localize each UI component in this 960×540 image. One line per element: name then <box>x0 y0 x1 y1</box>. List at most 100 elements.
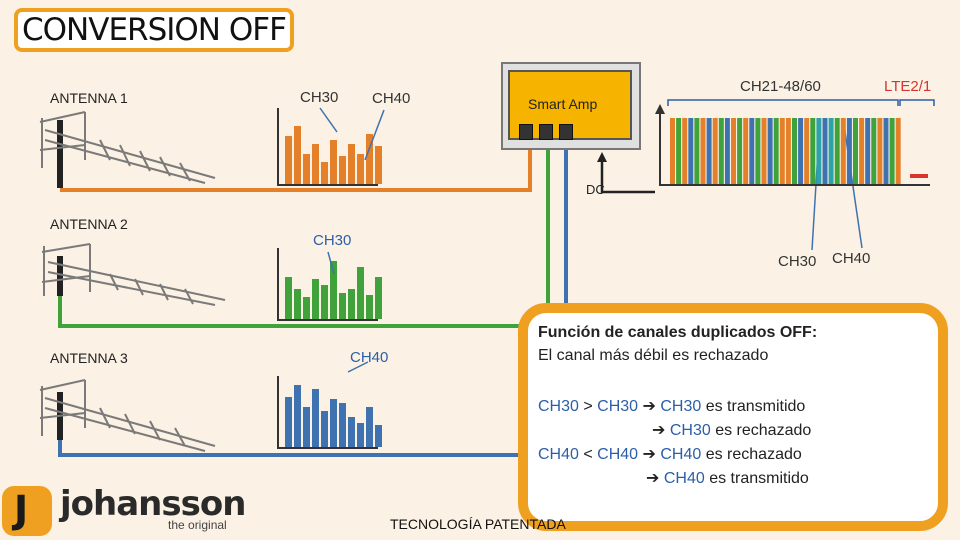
output-spectrum-bar <box>749 118 755 184</box>
title-frame <box>14 8 294 52</box>
spec2-bar <box>312 279 319 319</box>
output-spectrum-bar <box>865 118 871 184</box>
spec2-bar <box>285 277 292 319</box>
output-spectrum-bar <box>724 118 730 184</box>
spec2-bar <box>339 293 346 319</box>
antenna-3-icon <box>39 379 216 452</box>
a1-ch30-arrow <box>319 107 338 133</box>
output-spectrum-axes <box>659 110 930 186</box>
spec1-bar <box>366 134 373 184</box>
info-panel <box>518 303 948 531</box>
rule-3-left: CH40 <box>538 446 579 463</box>
info-heading: Función de canales duplicados OFF: <box>538 324 818 341</box>
antenna-2-icon <box>41 243 226 306</box>
spec2-bar <box>375 277 382 319</box>
antenna-2-label: ANTENNA 2 <box>50 216 128 232</box>
spec3-bar <box>357 423 364 447</box>
antenna-3-label: ANTENNA 3 <box>50 350 128 366</box>
spec1-bar <box>348 144 355 184</box>
spec2-bar <box>330 261 337 319</box>
output-spectrum-bar <box>731 118 736 184</box>
spec1-bar <box>294 126 301 184</box>
spectrum-1-axes <box>277 108 378 186</box>
rule-4-result-text: es transmitido <box>704 470 809 487</box>
dc-label: DC <box>586 182 605 197</box>
output-spectrum-bar <box>853 118 858 184</box>
amp-port-3 <box>559 124 573 140</box>
a2-ch30-label: CH30 <box>313 232 352 249</box>
rule-2-result-text: es rechazado <box>710 422 812 439</box>
output-spectrum-bar <box>761 118 767 184</box>
spec3-bar <box>339 403 346 447</box>
output-axis-arrow-icon <box>655 104 665 114</box>
spec1-bar <box>285 136 292 184</box>
output-spectrum-bar <box>670 118 675 184</box>
spec3-bar <box>294 385 301 447</box>
spec3-bar <box>348 417 355 447</box>
spec3-bar <box>321 411 328 447</box>
rule-4-result-channel: CH40 <box>663 470 705 487</box>
output-spectrum-bar <box>792 118 797 184</box>
rule-2-result-channel: CH30 <box>669 422 711 439</box>
info-subheading: El canal más débil es rechazado <box>538 347 769 364</box>
output-spectrum-bar <box>816 118 822 184</box>
cable-antenna-2 <box>58 136 550 328</box>
output-spectrum-bar <box>828 118 834 184</box>
smart-amp-label: Smart Amp <box>528 96 598 112</box>
spec2-bar <box>366 295 373 319</box>
spectrum-2-axes <box>277 248 378 321</box>
spec2-bar <box>357 267 364 319</box>
spec2-bar <box>294 289 301 319</box>
logo-letter: J <box>14 488 29 532</box>
rule-row-3: CH40 < CH40 ➔ CH40 es rechazado <box>538 444 802 464</box>
spectrum-2-bars <box>285 261 382 319</box>
lte-marker <box>910 174 928 178</box>
dc-line <box>600 160 655 194</box>
output-spectrum-bar <box>846 118 852 184</box>
antenna-1-label: ANTENNA 1 <box>50 90 128 106</box>
a3-ch40-label: CH40 <box>350 349 389 366</box>
output-spectrum-bar <box>773 118 779 184</box>
spec1-bar <box>321 162 328 184</box>
logo-tagline: the original <box>168 518 227 532</box>
rule-3-op: < <box>578 446 598 463</box>
output-spectrum-bar <box>859 118 865 184</box>
output-spectrum-bar <box>798 118 804 184</box>
output-spectrum-bar <box>676 118 682 184</box>
spec1-bar <box>357 154 364 184</box>
logo-badge <box>2 486 52 536</box>
spec3-bar <box>375 425 382 447</box>
spectrum-1-bars <box>285 126 382 184</box>
amp-port-1 <box>519 124 533 140</box>
rule-1-result-channel: CH30 <box>660 398 702 415</box>
a1-ch40-label: CH40 <box>372 90 411 107</box>
rule-1-right: CH30 <box>597 398 639 415</box>
out-ch40-arrow <box>842 117 863 249</box>
arrow-icon: ➔ <box>652 422 666 439</box>
output-spectrum-bar <box>785 118 791 184</box>
antenna-1-icon <box>39 111 216 188</box>
spec2-bar <box>321 285 328 319</box>
rule-3-result-channel: CH40 <box>660 446 702 463</box>
spec3-bar <box>285 397 292 447</box>
output-spectrum-bar <box>743 118 749 184</box>
output-spectrum-bar <box>682 118 688 184</box>
rule-row-1: CH30 > CH30 ➔ CH30 es transmitido <box>538 396 805 416</box>
spectrum-3-axes <box>277 376 378 449</box>
cable-antenna-3 <box>58 136 568 457</box>
a1-ch40-arrow <box>364 109 385 161</box>
rule-1-left: CH30 <box>538 398 579 415</box>
output-spectrum-bar <box>822 118 828 184</box>
output-spectrum-bar <box>706 118 712 184</box>
a1-ch30-label: CH30 <box>300 89 339 106</box>
output-spectrum-bar <box>694 118 700 184</box>
output-spectrum-bar <box>834 118 840 184</box>
output-spectrum-bar <box>804 118 810 184</box>
lte-bracket <box>899 99 935 106</box>
rule-3-right: CH40 <box>597 446 639 463</box>
range-bracket <box>667 99 899 106</box>
arrow-icon: ➔ <box>646 470 660 487</box>
output-spectrum-bar <box>688 118 694 184</box>
rule-3-result-text: es rechazado <box>701 446 802 463</box>
